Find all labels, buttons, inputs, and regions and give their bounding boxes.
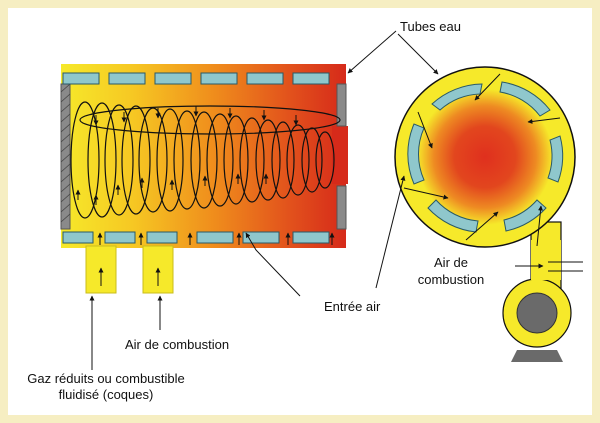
combustion-air-label-right-line2: combustion [417, 272, 485, 287]
swirl-arrows [403, 73, 561, 247]
fuel-label-line2: fluidisé (coques) [58, 387, 154, 402]
right-wall [336, 83, 347, 230]
combustion-chamber [417, 89, 553, 225]
furnace-body [61, 64, 346, 248]
helical-flow [70, 101, 341, 219]
cyclonic-furnace-section [394, 66, 583, 362]
horizontal-furnace [60, 64, 348, 294]
fuel-label-line1: Gaz réduits ou combustible [27, 371, 185, 386]
fan-base [511, 350, 563, 362]
air-inlet-label: Entrée air [324, 299, 381, 314]
flow-arrows [75, 106, 335, 286]
duct-joint [531, 240, 561, 280]
leader-lines [89, 30, 439, 370]
bottom-water-tubes [62, 231, 330, 244]
water-tubes-label: Tubes eau [400, 19, 461, 34]
combustion-air-label-right-line1: Air de [434, 255, 468, 270]
top-water-tubes [62, 72, 330, 85]
left-wall [60, 83, 71, 230]
combustion-air-label-left: Air de combustion [125, 337, 230, 352]
flue-outlet [332, 126, 348, 184]
fan-wheel [516, 292, 558, 334]
